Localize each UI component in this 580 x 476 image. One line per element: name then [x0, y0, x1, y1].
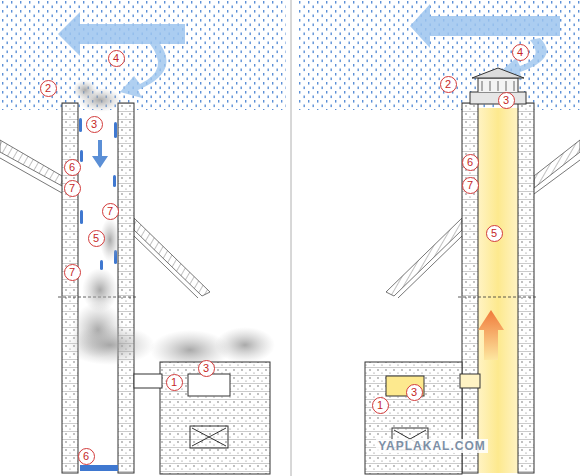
- callout-number: 6: [78, 448, 95, 465]
- callout-number: 7: [64, 264, 81, 281]
- callout-number: 2: [440, 76, 457, 93]
- callout-number: 1: [372, 397, 389, 414]
- callout-number: 7: [462, 177, 479, 194]
- callout-number: 6: [462, 154, 479, 171]
- callout-number: 3: [498, 92, 515, 109]
- callout-number: 5: [88, 230, 105, 247]
- callout-number: 3: [406, 384, 423, 401]
- callout-number: 4: [108, 50, 125, 67]
- callout-number: 3: [198, 360, 215, 377]
- callout-number: 4: [512, 44, 529, 61]
- callout-number: 3: [86, 116, 103, 133]
- watermark: YAPLAKAL.COM: [376, 439, 488, 453]
- callout-number: 1: [166, 374, 183, 391]
- callout-number: 7: [102, 203, 119, 220]
- callout-number: 2: [40, 80, 57, 97]
- callout-number: 7: [64, 180, 81, 197]
- callout-number: 5: [486, 225, 503, 242]
- callout-number: 6: [64, 159, 81, 176]
